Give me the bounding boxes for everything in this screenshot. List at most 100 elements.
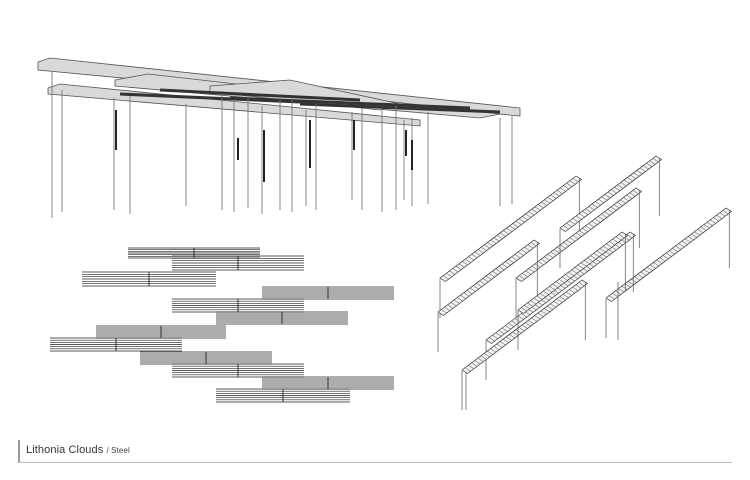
axon-slat <box>514 254 521 259</box>
axon-slat <box>604 194 611 199</box>
axon-slat <box>519 275 525 280</box>
axon-slat <box>490 239 497 244</box>
axon-slat <box>636 170 643 175</box>
axon-slat <box>646 266 653 271</box>
axon-slat <box>498 266 505 271</box>
beam-shadow <box>119 92 301 104</box>
axon-slat <box>631 278 637 283</box>
axon-slat <box>533 297 540 302</box>
axon-slat <box>462 261 468 266</box>
axon-slat <box>553 249 560 254</box>
axon-slat <box>652 158 659 163</box>
axon-slat <box>553 301 560 306</box>
axon-slat <box>653 262 660 267</box>
axon-slat <box>655 155 662 160</box>
axon-slat <box>527 244 534 249</box>
axon-slat <box>582 210 589 215</box>
axon-slat <box>437 311 444 316</box>
axon-slat <box>601 213 607 218</box>
axon-slat <box>547 254 554 259</box>
axon-slat <box>665 252 672 257</box>
axon-slat <box>575 232 582 237</box>
axon-slat <box>691 233 697 238</box>
axon-slat <box>518 327 525 332</box>
axon-slat <box>681 240 688 245</box>
axon-slat <box>684 238 691 243</box>
axon-slat <box>646 162 653 167</box>
axon-slat <box>512 331 519 336</box>
axon-slat <box>528 320 534 324</box>
axon-slat <box>506 227 513 232</box>
axon-slat <box>458 263 465 268</box>
axon-slat <box>547 305 553 310</box>
axon-slat <box>471 254 478 258</box>
axon-slat <box>466 290 473 295</box>
plan-cloud-panel <box>128 247 260 259</box>
axon-slat <box>659 257 666 262</box>
axon-slat <box>553 192 560 197</box>
axon-slat <box>465 258 471 263</box>
axon-slat <box>515 277 522 282</box>
axon-slat <box>597 216 604 221</box>
axon-slat <box>669 250 675 255</box>
axon-slat <box>703 224 710 229</box>
plan-cloud-panel <box>172 298 304 313</box>
axon-slat <box>579 230 585 235</box>
plan-cloud-panel <box>140 351 272 365</box>
axon-slat <box>629 231 636 236</box>
axon-slat <box>471 362 478 367</box>
axon-slat <box>590 255 597 260</box>
axon-slat <box>627 281 634 286</box>
axon-slat <box>623 179 630 184</box>
axon-slat <box>515 220 522 225</box>
axon-slat <box>449 270 456 275</box>
axon-slat <box>575 175 582 180</box>
axon-slat <box>509 225 516 230</box>
axon-slat <box>517 309 524 314</box>
plan-cloud-panel <box>172 255 304 271</box>
axon-slat <box>588 206 595 211</box>
axon-slat <box>675 245 682 250</box>
axon-slat <box>617 184 624 189</box>
axon-slat <box>650 264 656 269</box>
axon-slat <box>575 215 582 220</box>
axon-slat <box>540 310 547 315</box>
axon-slat <box>632 190 639 195</box>
axon-slat <box>623 197 630 202</box>
axon-slat <box>571 269 578 274</box>
caption-subtitle: / Steel <box>106 446 130 455</box>
axon-slat <box>624 283 631 288</box>
axon-slat <box>444 306 451 311</box>
axon-slat <box>572 218 579 223</box>
axon-cloud-panel <box>439 175 583 318</box>
axon-slat <box>609 295 615 300</box>
axon-slat <box>528 268 535 273</box>
axon-slat <box>640 271 647 276</box>
axon-slat <box>457 297 463 302</box>
axon-slat <box>584 260 590 265</box>
axon-slat <box>528 211 535 216</box>
axon-slat <box>585 208 592 213</box>
axon-slat <box>534 206 541 211</box>
axon-slat <box>487 242 494 247</box>
axon-slat <box>547 197 554 202</box>
axon-slat <box>485 275 492 280</box>
axon-slat <box>566 222 573 227</box>
axon-slat <box>534 315 541 320</box>
axon-slat <box>514 318 521 323</box>
axon-cloud-panel <box>515 187 643 318</box>
axon-slat <box>508 258 515 263</box>
axon-slat <box>620 199 626 204</box>
axon-slat <box>649 160 656 165</box>
axon-slat <box>572 235 579 240</box>
axon-slat <box>447 304 454 309</box>
axon-slat <box>716 214 723 219</box>
axon-cloud-panel <box>461 279 589 410</box>
axon-slat <box>578 282 585 287</box>
axon-slat <box>556 190 563 194</box>
axon-slat <box>443 275 449 280</box>
axon-slat <box>496 235 503 240</box>
axon-slat <box>489 273 495 278</box>
plan-cloud-panel <box>50 337 182 352</box>
